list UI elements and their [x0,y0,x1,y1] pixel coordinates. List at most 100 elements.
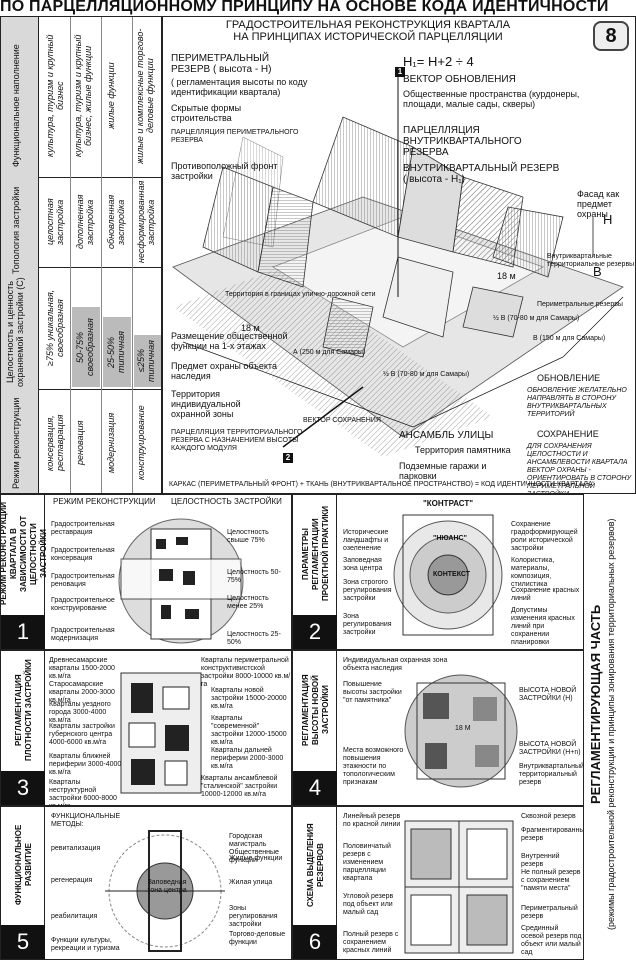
panel-1-left-2: Градостроительная реновация [51,573,115,588]
panel-5-left-3: Функции культуры, рекреации и туризма [51,937,120,952]
panel-1-map [118,518,244,644]
panel-5-center: Заповедная зона центра [147,879,187,894]
label-renewal-title: ОБНОВЛЕНИЕ [537,373,601,383]
panel-6-right-2: Внутренний резерв [521,853,560,868]
panel-5-right-2: Жилая улица [229,879,273,886]
formula: H₁= H+2 ÷ 4 [403,54,474,69]
panel-1-right-3: Целостность 25-50% [227,631,281,646]
panel-2-left-1: Заповедная зона центра [343,557,383,572]
panel-1-left-0: Градостроительная реставрация [51,521,115,536]
label-inner-reserve: ВНУТРИКВАРТАЛЬНЫЙ РЕЗЕРВ ( высота - Н₁) [403,163,560,185]
label-preserve-text: ДЛЯ СОХРАНЕНИЯ ЦЕЛОСТНОСТИ И АНСАМБЛЕВОС… [527,443,632,493]
panel-1-right-2: Целостность менее 25% [227,595,269,610]
label-parcel-inner: ПАРЦЕЛЛЯЦИЯ ВНУТРИКВАРТАЛЬНОГО РЕЗЕРВА [403,125,522,158]
marker-2: 2 [283,453,293,463]
diagram-heading: ГРАДОСТРОИТЕЛЬНАЯ РЕКОНСТРУКЦИЯ КВАРТАЛА… [225,19,511,43]
side-title-main: РЕГЛАМЕНТИРУЮЩАЯ ЧАСТЬ [588,604,603,804]
sheet-number: 8 [605,25,617,47]
panel-3-right-1: Кварталы новой застройки 15000-20000 кв.… [211,687,287,710]
cell-integrity-1: ≥75% уникальная, своеобразная [45,289,65,367]
top-diagram: ГРАДОСТРОИТЕЛЬНАЯ РЕКОНСТРУКЦИЯ КВАРТАЛА… [162,16,636,494]
sheet-number-badge: 8 [593,21,629,51]
panel-6-map [404,820,514,954]
cell-topology-3: обновленная застройка [106,194,126,250]
panel-5-left-0: ревитализация [51,845,101,852]
label-18m: 18 м [497,271,516,281]
label-parcel-territory: ПАРЦЕЛЛЯЦИЯ ТЕРРИТОРИАЛЬНОГО РЕЗЕРВА С Н… [171,429,303,452]
cell-integrity-3: 25-50% типичная [106,331,126,373]
label-half-b: ½ В (70-80 м для Самары) [383,371,470,378]
mode-table: Функциональное наполнение Топология заст… [0,16,162,494]
label-b-dim: В (150 м для Самары) [533,335,606,342]
panel-6-right-1: Фрагментированный резерв [521,827,584,842]
panel-2: ПАРАМЕТРЫ РЕГЛАМЕНТАЦИИ ПРОЕКТНОЙ ПРАКТИ… [292,494,584,650]
panel-3: РЕГЛАМЕНТАЦИЯ ПЛОТНОСТИ ЗАСТРОЙКИ 3 Древ… [0,650,292,806]
panel-5-right-3: Зоны регулирования застройки [229,905,278,928]
panel-number: 5 [1,925,45,959]
panel-2-context: КОНТЕКСТ [433,571,471,578]
panel-5-right-1: Жилые функции [229,855,283,862]
marker-1: 1 [395,67,405,77]
label-parcel-perimeter: ПАРЦЕЛЛЯЦИЯ ПЕРИМЕТРАЛЬНОГО РЕЗЕРВА [171,129,299,144]
panel-6-left-2: Угловой резерв под объект или малый сад [343,893,394,916]
panel-6-right-3: Не полный резерв с сохранением "памяти м… [521,869,581,892]
panel-2-left-0: Исторические ландшафты и озеленение [343,529,389,552]
cell-topology-2: дополненная застройка [75,194,95,250]
label-perimeter-note: ( регламентация высоты по коду идентифик… [171,77,308,97]
label-opposite-front: Противоположный фронт застройки [171,161,278,181]
label-inner-reserves: Внутриквартальные территориальные резерв… [547,253,635,268]
panel-1-left-1: Градостроительная консервация [51,547,115,562]
label-garages: Подземные гаражи и парковки [399,461,487,481]
label-b: B [593,264,602,279]
label-renewal-text: ОБНОВЛЕНИЕ ЖЕЛАТЕЛЬНО НАПРАВЛЯТЬ В СТОРО… [527,387,627,418]
cell-function-2: культура, туризм и крупный бизнес, жилые… [73,34,93,158]
panel-3-left-1: Старосамарские кварталы 2000-3000 кв.м/г… [49,681,115,704]
label-h: H [603,212,613,227]
panel-3-right-3: Кварталы дальней периферии 2000-3000 кв.… [211,747,284,770]
panel-title: ПАРАМЕТРЫ РЕГЛАМЕНТАЦИИ ПРОЕКТНОЙ ПРАКТИ… [301,506,330,602]
panel-5-map [105,830,225,952]
panel-3-left-5: Кварталы неструктурной застройки 6000-80… [49,779,117,805]
cell-mode-1: консервация, реставрация [45,414,65,472]
quarter-axonometry [172,77,624,457]
building-block [462,286,524,338]
page-title: ПО ПАРЦЕЛЛЯЦИОННОМУ ПРИНЦИПУ НА ОСНОВЕ К… [0,0,609,15]
panel-label: РЕГЛАМЕНТАЦИЯ ВЫСОТЫ НОВОЙ ЗАСТРОЙКИ 4 [293,651,337,805]
label-monument: Территория памятника [415,445,511,455]
label-a-dim: А (250 м для Самары) [293,349,366,356]
panel-6: СХЕМА ВЫДЕЛЕНИЯ РЕЗЕРВОВ 6 Линейный резе… [292,806,584,960]
panel-2-header: "КОНТРАСТ" [423,499,474,508]
panel-2-left-3: Зона регулирования застройки [343,613,392,636]
cell-mode-4: конструирование [136,405,146,481]
panel-6-left-0: Линейный резерв по красной линии [343,813,401,828]
label-half-b2: ½ В (70-80 м для Самары) [493,315,580,322]
panel-4-left-0: Индивидуальная охранная зона объекта нас… [343,657,448,672]
panel-3-right-2: Кварталы "современной" застройки 12000-1… [211,715,287,746]
label-preserve-title: СОХРАНЕНИЕ [537,429,599,439]
panel-3-map [120,672,202,794]
building-block [222,136,284,248]
panel-number: 6 [293,925,337,959]
panel-6-left-3: Полный резерв с сохранением красных лини… [343,931,399,954]
building-block [322,296,374,358]
label-perimeter-reserves: Периметральные резервы [537,301,623,308]
panel-label: РЕГЛАМЕНТАЦИЯ ПЛОТНОСТИ ЗАСТРОЙКИ 3 [1,651,45,805]
label-public-spaces: Общественные пространства (курдонеры, пл… [403,89,580,109]
panel-header-right: ЦЕЛОСТНОСТЬ ЗАСТРОЙКИ [171,497,282,506]
panel-3-left-3: Кварталы застройки губернского центра 40… [49,723,115,746]
panel-6-right-5: Срединный осевой резерв под объект или м… [521,925,582,956]
cell-function-3: жилые функции [106,62,116,130]
panel-2-right-1: Колористика, материалы, композиция, стил… [511,557,555,588]
panel-4-map [404,674,518,788]
panel-5-header: ФУНКЦИОНАЛЬНЫЕ МЕТОДЫ: [51,813,121,828]
panel-number: 2 [293,615,337,649]
panel-title: РЕЖИМ РЕКОНСТРУКЦИИ КВАРТАЛА В ЗАВИСИМОС… [0,502,48,606]
building-block [492,206,564,278]
panel-2-right-0: Сохранение градоформирующей роли историч… [511,521,578,552]
panel-1-right-1: Целостность 50-75% [227,569,281,584]
row-header-integrity: Целостность и ценность охраняемой застро… [5,277,25,387]
panel-6-left-1: Половинчатый резерв с изменением парцелл… [343,843,391,882]
cell-integrity-2: 50-75% своеобразная [75,318,95,376]
panel-2-map [393,514,503,636]
panel-3-left-0: Древнесамарские кварталы 1500-2000 кв.м/… [49,657,115,680]
